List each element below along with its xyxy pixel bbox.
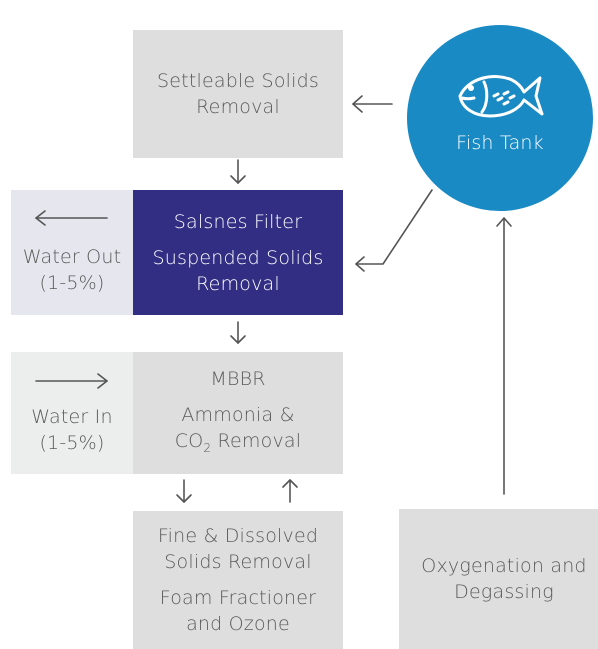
- mbbr-co2-subscript: 2: [203, 440, 212, 455]
- arrow-salsnes-to-mbbr: [230, 321, 246, 344]
- arrow-fish-to-settleable: [352, 95, 393, 113]
- mbbr-box: MBBR Ammonia & CO2 Removal: [133, 352, 343, 474]
- water-in-line1: Water In: [31, 406, 113, 428]
- salsnes-filter-box: Salsnes Filter Suspended Solids Removal: [133, 190, 343, 315]
- salsnes-line1: Suspended Solids: [152, 246, 324, 269]
- fine-line1: Fine & Dissolved: [157, 525, 319, 547]
- water-in-box: Water In (1-5%): [11, 352, 133, 474]
- mbbr-line2: CO2 Removal: [175, 428, 301, 461]
- fine-dissolved-solids-box: Fine & Dissolved Solids Removal Foam Fra…: [133, 511, 343, 649]
- mbbr-line1: Ammonia &: [181, 403, 295, 426]
- fish-tank-label: Fish Tank: [456, 132, 544, 154]
- fine-line4: and Ozone: [186, 613, 290, 635]
- oxygenation-degassing-box: Oxygenation and Degassing: [399, 509, 598, 649]
- water-in-line2: (1-5%): [39, 432, 105, 454]
- mbbr-co: CO: [174, 429, 204, 452]
- oxygen-line1: Oxygenation and: [421, 555, 587, 577]
- arrow-settleable-to-salsnes: [230, 159, 246, 184]
- water-out-line1: Water Out: [22, 245, 122, 268]
- fish-tank-circle: Fish Tank: [407, 25, 593, 211]
- oxygen-line2: Degassing: [454, 581, 554, 603]
- settleable-solids-removal-box: Settleable Solids Removal: [133, 30, 343, 158]
- arrow-fish-to-salsnes: [355, 189, 433, 272]
- mbbr-title: MBBR: [210, 367, 266, 390]
- salsnes-line2: Removal: [196, 272, 280, 295]
- arrow-fine-to-mbbr: [282, 479, 298, 503]
- fine-line2: Solids Removal: [164, 551, 312, 573]
- water-out-box: Water Out (1-5%): [11, 190, 133, 315]
- settleable-line2: Removal: [196, 96, 280, 118]
- water-out-line2: (1-5%): [39, 271, 105, 294]
- mbbr-removal: Removal: [211, 429, 302, 452]
- arrow-oxygen-to-fish: [496, 217, 512, 495]
- arrow-mbbr-to-fine: [176, 479, 192, 503]
- fine-line3: Foam Fractioner: [159, 587, 317, 609]
- salsnes-title: Salsnes Filter: [173, 210, 303, 233]
- settleable-line1: Settleable Solids: [157, 70, 319, 92]
- fish-icon: [458, 75, 544, 118]
